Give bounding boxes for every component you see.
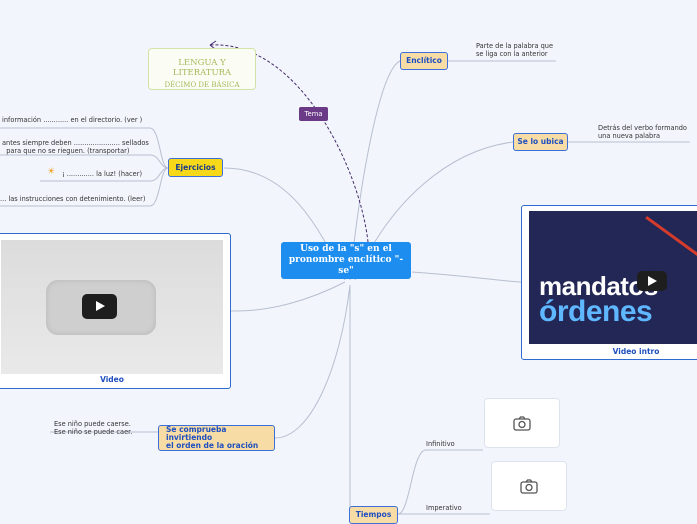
play-icon [648,276,657,286]
tiempos-node[interactable]: Tiempos [349,506,398,524]
video-frame-left[interactable]: Video [0,233,231,389]
camera-icon [513,415,531,431]
video-left-caption: Video [100,375,124,384]
comprueba-node[interactable]: Se comprueba invirtiendo el orden de la … [158,425,275,451]
ejercicio-item-2: antes siempre deben ....................… [2,139,149,155]
video-frame-right[interactable]: mandatos órdenes Video intro [521,205,697,360]
link-video-intro [411,271,522,283]
sun-icon: ☀ [47,167,56,177]
ubica-node[interactable]: Se lo ubica [513,133,568,151]
ejercicio-item-3: ¡ ............. la luz! (hacer) [62,170,143,178]
subject-box[interactable]: LENGUA Y LITERATURA DÉCIMO DE BÁSICA [148,48,256,90]
image-placeholder-infinitivo[interactable] [484,398,560,448]
link-ej-1 [0,127,169,169]
central-topic[interactable]: Uso de la "s" en el pronombre enclítico … [281,242,411,279]
ejercicios-node[interactable]: Ejercicios [168,158,223,177]
tiempo-infinitivo: Infinitivo [426,440,455,448]
video-right-caption: Video intro [612,347,660,356]
video-player-right[interactable]: mandatos órdenes [529,211,697,344]
play-button[interactable] [82,294,117,319]
enclitico-node[interactable]: Enclítico [400,52,448,70]
tiempo-imperativo: Imperativo [426,504,462,512]
link-video [230,281,346,312]
camera-icon [520,478,538,494]
play-icon [96,301,105,311]
play-button[interactable] [637,271,667,291]
video-player-left[interactable] [1,240,223,374]
video-intro-word-2: órdenes [539,295,653,328]
link-ej-4 [0,167,169,207]
tema-tag[interactable]: Tema [299,107,328,121]
link-infinitivo [397,449,483,515]
ejercicio-item-1: información ............ en el directori… [2,116,143,124]
enclitico-note: Parte de la palabra que se liga con la a… [476,42,554,58]
link-ej-2 [0,154,169,169]
image-placeholder-imperativo[interactable] [491,461,567,511]
comprueba-note: Ese niño puede caerse. Ese niño se puede… [54,420,133,436]
red-stroke-decoration [645,216,697,266]
ubica-note: Detrás del verbo formando una nueva pala… [598,124,687,140]
link-comprueba [274,284,351,439]
subject-subtitle: DÉCIMO DE BÁSICA [164,81,240,89]
ejercicio-item-4: ... las instrucciones con detenimiento. … [0,195,146,203]
subject-title: LENGUA Y LITERATURA [172,58,232,78]
